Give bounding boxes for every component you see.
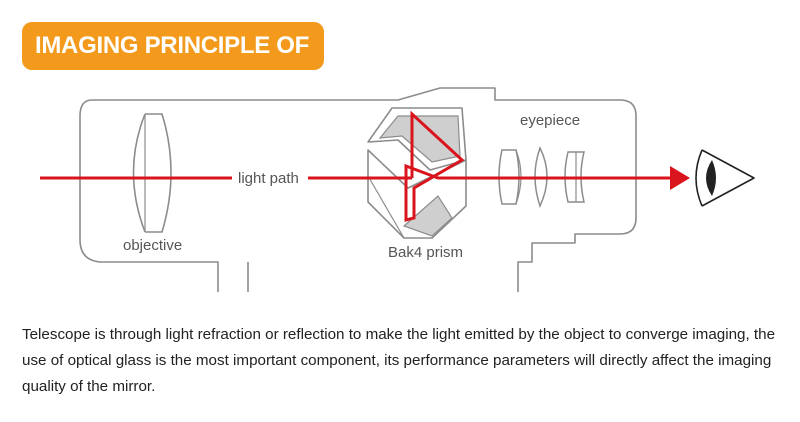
eye-icon	[695, 149, 755, 207]
prism-label: Bak4 prism	[388, 244, 463, 261]
objective-lens	[132, 113, 172, 233]
telescope-body-outline	[79, 87, 637, 292]
banner-title: IMAGING PRINCIPLE OF	[35, 32, 310, 59]
light-path-arrowhead	[670, 166, 690, 190]
telescope-diagram: light path objective eyepiece Bak4 prism	[40, 87, 755, 292]
description-text: Telescope is through light refraction or…	[22, 326, 776, 395]
light-path-label: light path	[238, 170, 299, 187]
eyepiece-label: eyepiece	[520, 112, 580, 129]
light-path	[40, 110, 672, 222]
bak4-prism	[367, 107, 467, 239]
title-banner: IMAGING PRINCIPLE OF	[22, 22, 324, 70]
objective-label: objective	[123, 237, 182, 254]
